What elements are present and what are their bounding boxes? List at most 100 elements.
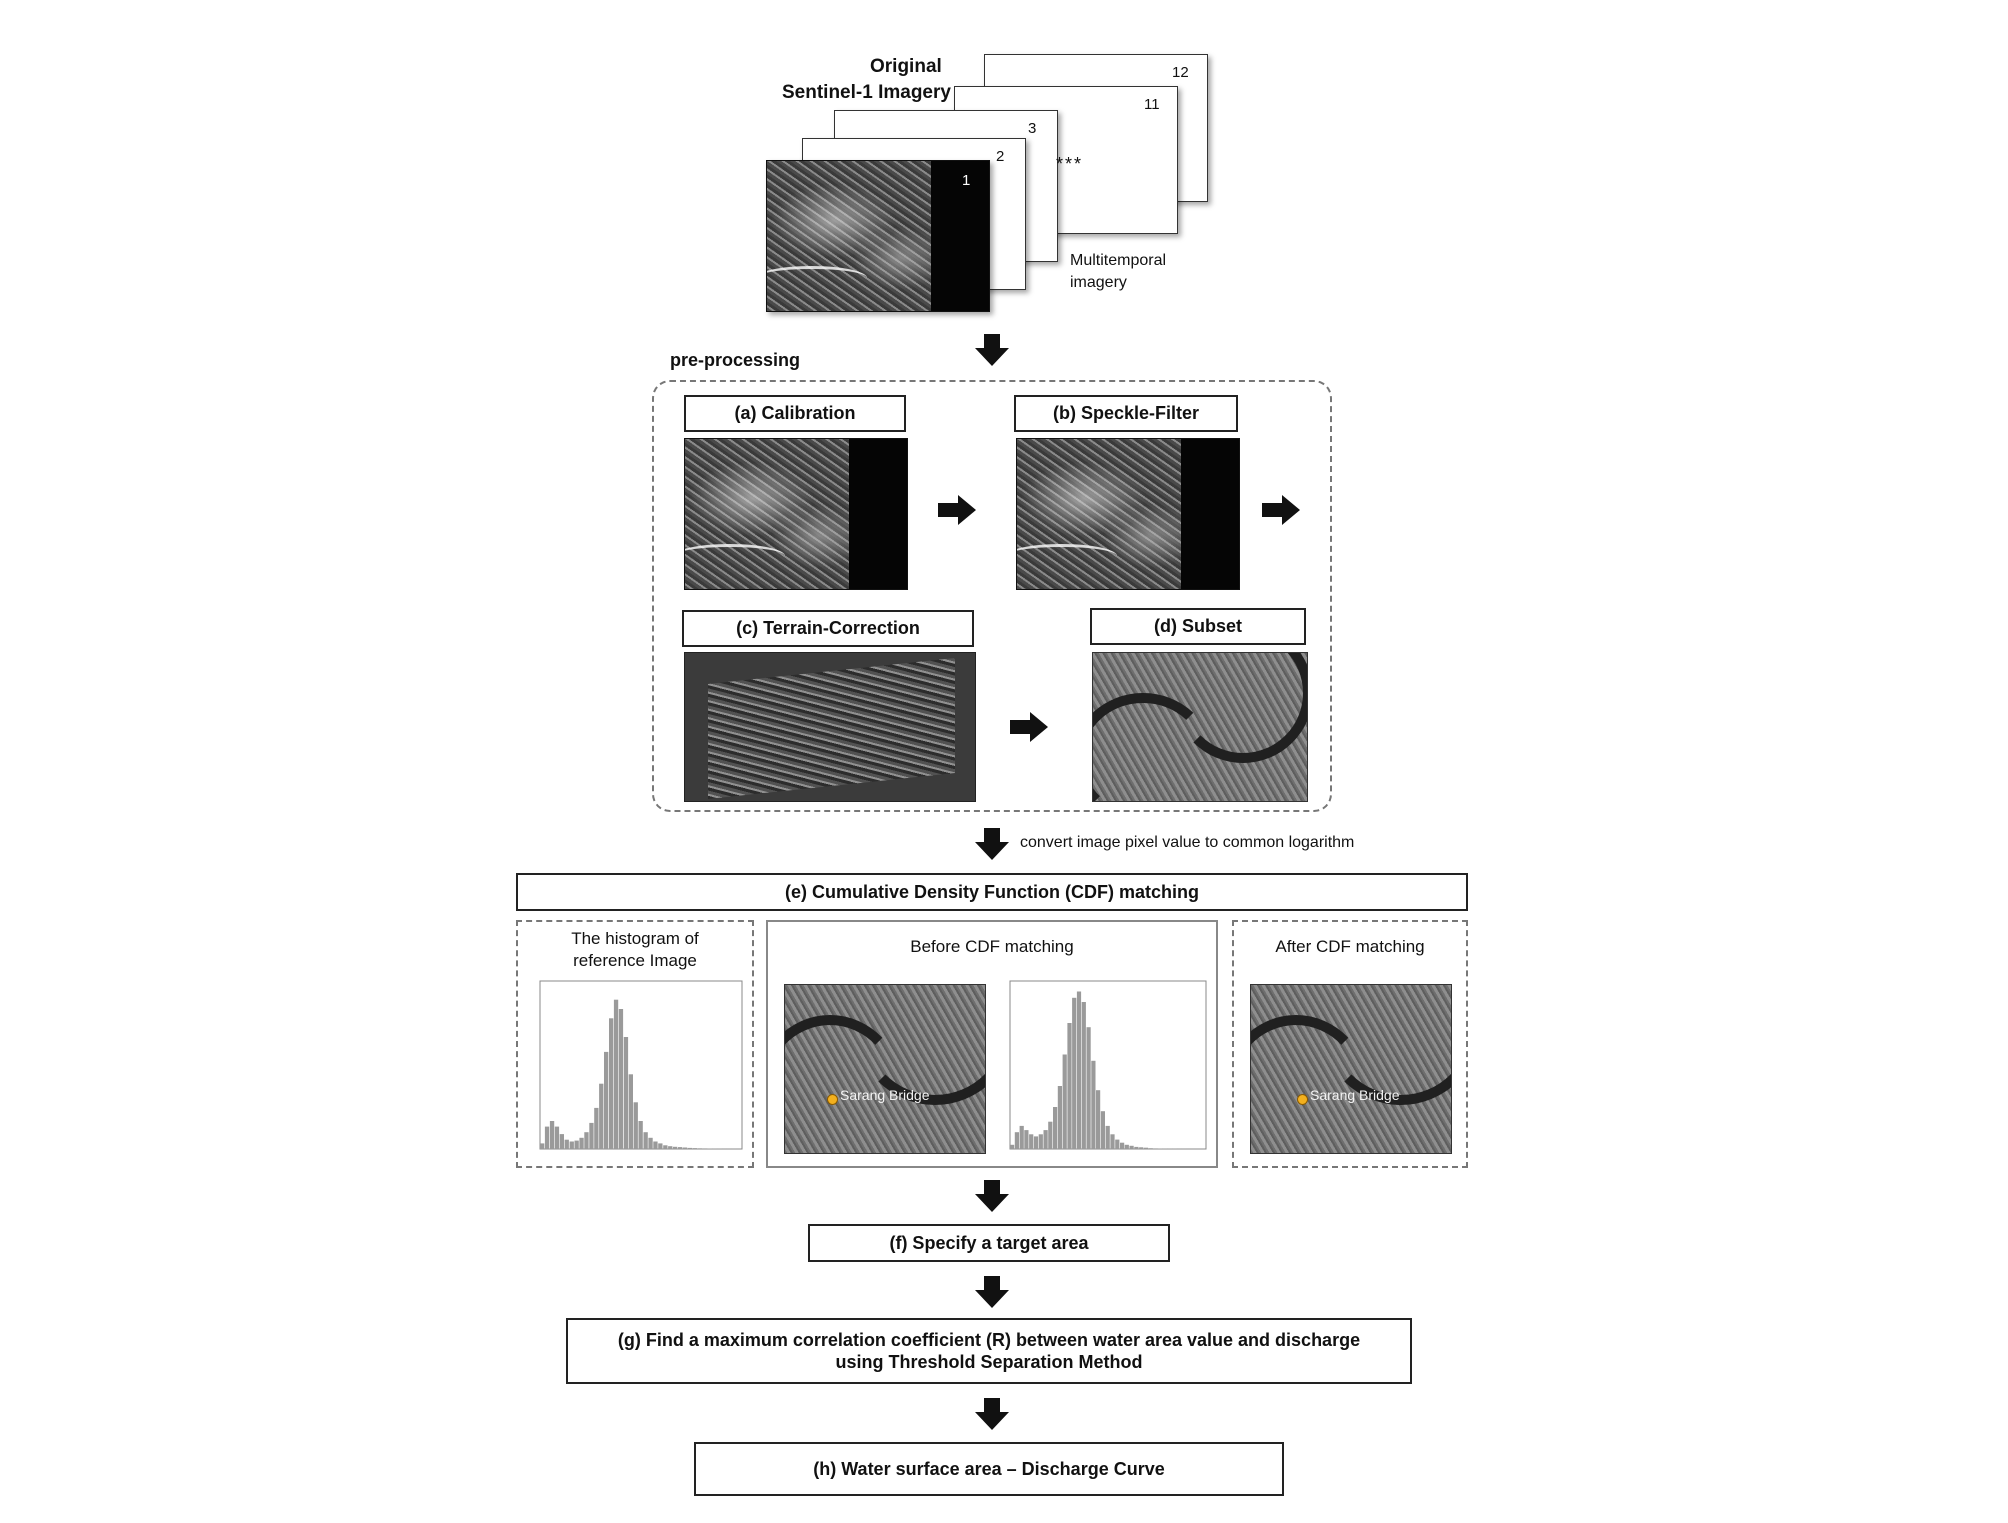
right-arrow-icon [1010, 712, 1048, 742]
sarang-bridge-marker [827, 1094, 838, 1105]
histogram-bar [1053, 1107, 1058, 1149]
before-image [784, 984, 986, 1154]
histogram-bar [653, 1141, 658, 1149]
down-arrow-icon [975, 1180, 1009, 1212]
stack-title-line1: Original [870, 56, 942, 77]
histogram-bar [1091, 1060, 1096, 1149]
histogram-bar [1105, 1125, 1110, 1149]
histogram-bar [678, 1147, 683, 1149]
histogram-bar [633, 1102, 638, 1149]
cdf-panel-reference [516, 920, 754, 1168]
histogram-bar [1062, 1054, 1067, 1149]
after-caption: After CDF matching [1275, 937, 1425, 956]
histogram-bar [663, 1145, 668, 1149]
histogram-bar [1100, 1111, 1105, 1149]
histogram-bar [1057, 1086, 1062, 1149]
histogram-bar [1043, 1130, 1048, 1149]
histogram-bar [609, 1018, 614, 1149]
histogram-bar [623, 1037, 629, 1149]
histogram-bar [1115, 1139, 1120, 1150]
histogram-bar [579, 1137, 584, 1149]
histogram-bar [1019, 1125, 1024, 1149]
histogram-frame [1009, 980, 1207, 1150]
histogram-bar [692, 1148, 697, 1149]
histogram-bar [1124, 1144, 1129, 1149]
histogram-bar [1134, 1146, 1139, 1149]
histogram-bar [682, 1147, 688, 1149]
stack-label-3: 3 [1028, 120, 1037, 137]
histogram-bar [549, 1121, 555, 1149]
stack-caption-line2: imagery [1070, 274, 1127, 291]
down-arrow-icon [975, 828, 1009, 860]
histogram-bar [1029, 1134, 1034, 1149]
histogram-bar [638, 1121, 643, 1149]
step-c-terrain-correction: (c) Terrain-Correction [682, 610, 974, 647]
histogram-bar [589, 1122, 594, 1149]
stack-label-1: 1 [962, 172, 971, 189]
histogram-bar [574, 1140, 579, 1149]
histogram-bar [673, 1146, 678, 1149]
histogram-bar [599, 1083, 604, 1149]
step-g-line1: (g) Find a maximum correlation coefficie… [617, 1329, 1361, 1350]
histogram-bar [1153, 1148, 1158, 1149]
step-d-subset: (d) Subset [1090, 608, 1306, 645]
histogram-bar [1139, 1147, 1144, 1149]
histogram-bar [628, 1074, 633, 1149]
down-arrow-icon [975, 1276, 1009, 1308]
speckle-filter-image [1016, 438, 1240, 590]
histogram-bar [1033, 1136, 1039, 1149]
histogram-bar [554, 1126, 560, 1149]
histogram-bar [569, 1141, 574, 1149]
sarang-bridge-marker [1297, 1094, 1308, 1105]
step-a-calibration: (a) Calibration [684, 395, 906, 432]
histogram-bar [1024, 1130, 1029, 1149]
histogram-bar [1129, 1145, 1134, 1149]
histogram-bar [1076, 991, 1082, 1149]
histogram-bar [697, 1148, 702, 1149]
step-g-line2: using Threshold Separation Method [835, 1352, 1143, 1372]
histogram-bar [613, 999, 619, 1149]
sarang-bridge-label: Sarang Bridge [1310, 1087, 1400, 1103]
histogram-bar [1014, 1132, 1019, 1149]
down-arrow-icon [975, 334, 1009, 366]
down-arrow-icon [975, 1398, 1009, 1430]
histogram-bar [1086, 1027, 1091, 1149]
histogram-bar [1096, 1090, 1101, 1149]
histogram-bar [618, 1009, 624, 1149]
subset-image [1092, 652, 1308, 802]
step-e-cdf-matching: (e) Cumulative Density Function (CDF) ma… [516, 873, 1468, 911]
right-arrow-icon [1262, 495, 1300, 525]
histogram-bar [594, 1107, 599, 1149]
before-caption: Before CDF matching [910, 937, 1074, 956]
histogram-bar [564, 1139, 569, 1149]
before-histogram [1009, 980, 1207, 1150]
cdf-panel-before [766, 920, 1218, 1168]
reference-caption-line2: reference Image [573, 951, 697, 970]
histogram-bar [584, 1132, 589, 1149]
preprocessing-label: pre-processing [670, 350, 801, 370]
reference-histogram [539, 980, 743, 1150]
stack-title-line2: Sentinel-1 Imagery [782, 82, 951, 103]
histogram-bar [544, 1126, 550, 1149]
stack-ellipsis: *** [1056, 154, 1084, 174]
histogram-bar [540, 1143, 545, 1149]
histogram-bar [1048, 1121, 1053, 1149]
stack-label-11: 11 [1144, 96, 1160, 113]
histogram-bar [1110, 1134, 1115, 1149]
original-imagery-1 [766, 160, 990, 312]
right-arrow-icon [938, 495, 976, 525]
step-h-discharge-curve: (h) Water surface area – Discharge Curve [694, 1442, 1284, 1496]
step-g-correlation: (g) Find a maximum correlation coefficie… [566, 1318, 1412, 1384]
histogram-bar [559, 1134, 564, 1149]
histogram-bar [687, 1147, 693, 1149]
step-b-speckle-filter: (b) Speckle-Filter [1014, 395, 1238, 432]
histogram-bar [1010, 1144, 1015, 1149]
histogram-bar [1081, 1002, 1086, 1149]
histogram-bar [702, 1148, 707, 1149]
histogram-bar [604, 1051, 609, 1149]
histogram-bar [1120, 1142, 1125, 1149]
cdf-panel-after [1232, 920, 1468, 1168]
convert-note: convert image pixel value to common loga… [1020, 834, 1355, 851]
step-f-target-area: (f) Specify a target area [808, 1224, 1170, 1262]
histogram-bar [1072, 997, 1077, 1149]
